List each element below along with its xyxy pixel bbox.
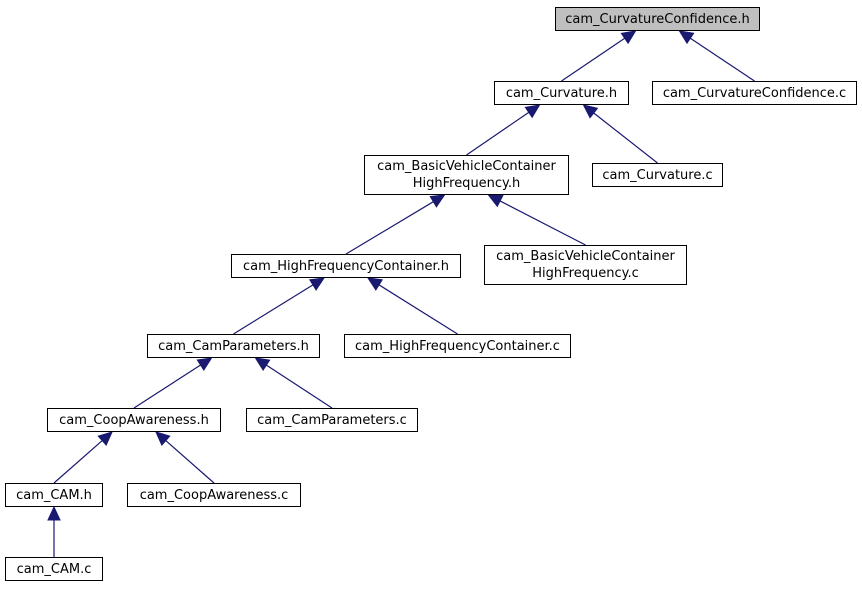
edge-line [561,37,626,82]
edge-line [266,364,333,409]
node-cam-highfrequencycontainer-h[interactable]: cam_HighFrequencyContainer.h [231,254,461,278]
edge-line [345,201,434,255]
node-cam-basicvehiclecontainerhighfrequency-h[interactable]: cam_BasicVehicleContainer HighFrequency.… [364,155,569,195]
edge-arrowhead [155,431,171,447]
node-label-line: cam_CAM.c [16,561,92,577]
node-label-line: cam_Curvature.c [602,167,713,183]
node-label-line: HighFrequency.c [532,266,639,281]
edge-arrowhead [429,194,446,208]
node-label-line: cam_CamParameters.h [158,338,309,354]
node-cam-coopawareness-c[interactable]: cam_CoopAwareness.c [127,483,301,507]
node-label-line: cam_Curvature.h [505,85,618,101]
node-label-line: cam_CAM.h [16,487,92,503]
node-cam-curvatureconfidence-c[interactable]: cam_CurvatureConfidence.c [652,81,857,105]
node-cam-camparameters-h[interactable]: cam_CamParameters.h [147,334,320,358]
node-label-line: cam_CurvatureConfidence.h [565,11,750,27]
edge-line [53,440,103,484]
node-label-line: cam_HighFrequencyContainer.c [355,338,560,354]
edge-line [133,364,201,409]
edge-arrowhead [97,431,113,447]
node-cam-cam-c[interactable]: cam_CAM.c [5,557,103,581]
node-label-line: cam_CurvatureConfidence.c [662,85,847,101]
edge-arrowhead [524,104,541,119]
edge-line [165,440,215,484]
node-cam-curvatureconfidence-h: cam_CurvatureConfidence.h [555,7,760,31]
node-cam-cam-h[interactable]: cam_CAM.h [5,483,103,507]
node-cam-basicvehiclecontainerhighfrequency-c[interactable]: cam_BasicVehicleContainer HighFrequency.… [484,245,687,285]
edge-arrowhead [582,104,599,119]
node-label-line: cam_CoopAwareness.h [59,412,209,428]
edge-line [466,111,530,156]
edge-arrowhead [366,277,384,291]
edge-arrowhead [308,277,326,291]
edge-arrowhead [254,357,271,372]
edge-arrowhead [678,30,695,45]
edge-line [593,112,658,164]
edge-line [378,284,458,335]
node-label-line: cam_CoopAwareness.c [139,487,289,503]
edge-line [689,37,755,82]
node-cam-curvature-h[interactable]: cam_Curvature.h [494,81,629,105]
node-label-line: cam_CamParameters.c [257,412,407,428]
node-label-line: cam_HighFrequencyContainer.h [242,258,450,274]
edge-arrowhead [47,505,61,521]
edge-arrowhead [196,357,213,372]
node-cam-curvature-c[interactable]: cam_Curvature.c [592,163,723,187]
node-cam-coopawareness-h[interactable]: cam_CoopAwareness.h [47,408,221,432]
edge-arrowhead [487,194,504,208]
node-label-line: HighFrequency.h [412,176,521,191]
edge-line [233,284,314,335]
node-cam-camparameters-c[interactable]: cam_CamParameters.c [246,408,418,432]
node-cam-highfrequencycontainer-c[interactable]: cam_HighFrequencyContainer.c [344,334,571,358]
edge-line [499,200,586,246]
node-label-line: cam_BasicVehicleContainer [496,249,675,264]
edge-arrowhead [620,30,637,45]
node-label-line: cam_BasicVehicleContainer [377,159,556,174]
